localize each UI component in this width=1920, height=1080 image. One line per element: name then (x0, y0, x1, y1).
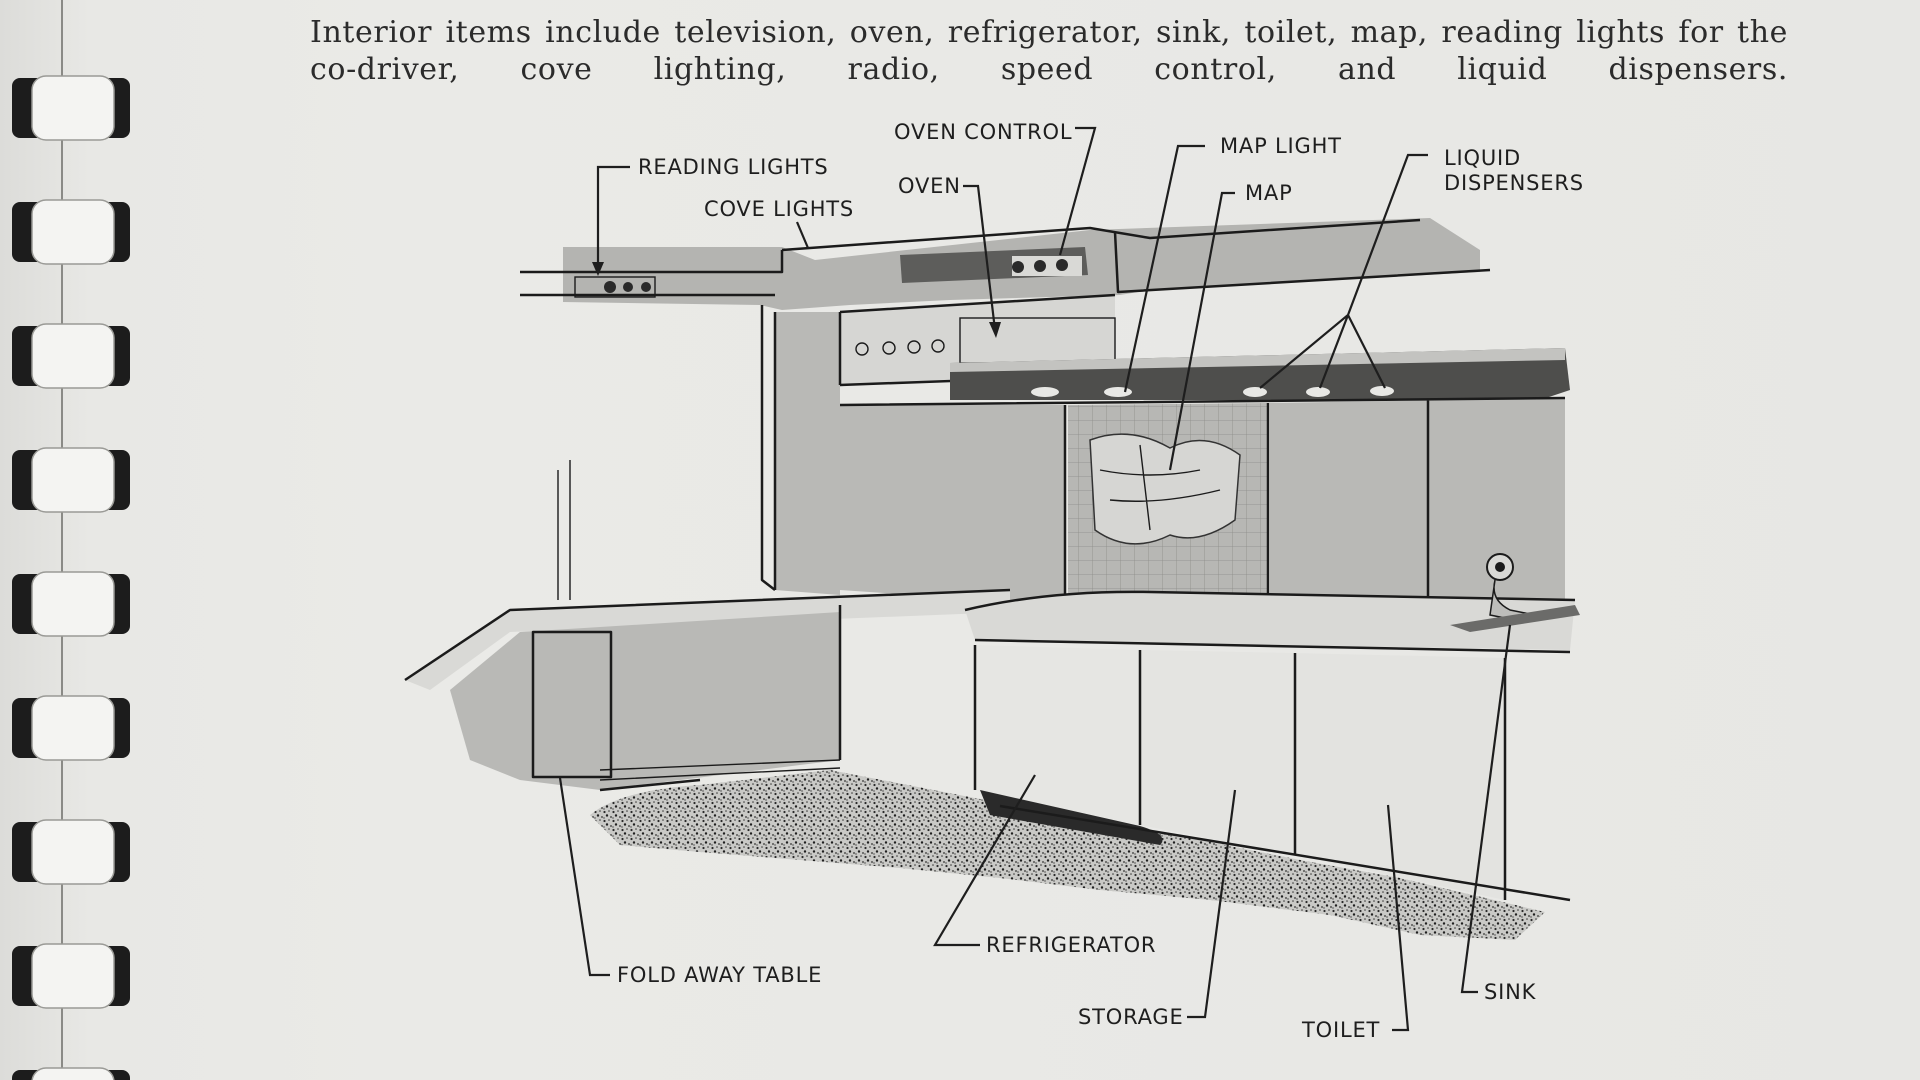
binding-ring (12, 695, 130, 761)
left-wall (775, 312, 840, 595)
label-storage: STORAGE (1078, 1005, 1184, 1029)
label-oven: OVEN (898, 174, 961, 198)
reading-lights-fixture (574, 276, 656, 298)
oven-knobs (855, 339, 945, 356)
binding-ring (12, 323, 130, 389)
shelf-lights (1031, 386, 1394, 397)
carpet-floor (590, 770, 1545, 940)
label-refrigerator: REFRIGERATOR (986, 933, 1156, 957)
fold-away-table-panel (531, 630, 613, 779)
refrigerator-cabinet (975, 645, 1140, 825)
storage-cabinet (1140, 650, 1295, 855)
left-counter (405, 590, 1010, 690)
label-liquid-dispensers-2: DISPENSERS (1444, 171, 1584, 195)
spiral-binding (12, 0, 130, 1080)
sink-faucet (1450, 553, 1580, 632)
label-map: MAP (1245, 181, 1293, 205)
leader-lines (558, 126, 1512, 1032)
back-wall-right (1270, 398, 1565, 615)
binding-ring (12, 75, 130, 141)
label-cove-lights: COVE LIGHTS (704, 197, 854, 221)
left-cabinet (450, 612, 840, 790)
toilet-cabinet (1295, 653, 1505, 900)
label-reading-lights: READING LIGHTS (638, 155, 829, 179)
binding-ring (12, 819, 130, 885)
main-counter-top (965, 591, 1575, 650)
map-drawing (1089, 433, 1241, 545)
binding-ring (12, 199, 130, 265)
label-map-light: MAP LIGHT (1220, 134, 1342, 158)
intro-paragraph: Interior items include television, oven,… (310, 15, 1788, 87)
binding-ring (12, 1067, 130, 1080)
binding-ring (12, 571, 130, 637)
label-fold-away-table: FOLD AWAY TABLE (617, 963, 822, 987)
binding-ring (12, 447, 130, 513)
label-toilet: TOILET (1301, 1018, 1380, 1042)
binding-ring (12, 943, 130, 1009)
label-oven-control: OVEN CONTROL (894, 120, 1072, 144)
label-sink: SINK (1484, 980, 1537, 1004)
label-liquid-dispensers-1: LIQUID (1444, 146, 1521, 170)
back-wall-left (840, 405, 1065, 605)
